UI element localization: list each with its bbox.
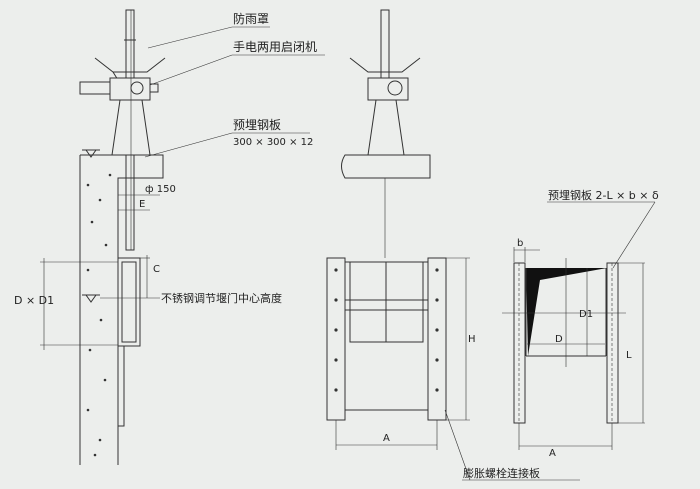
frame-post-left [326, 257, 346, 421]
label-dim-a-front: A [383, 433, 390, 444]
label-actuator: 手电两用启闭机 [233, 40, 317, 54]
embedded-plate-view [502, 201, 656, 450]
pedestal-front [367, 99, 405, 156]
label-dim-e: E [139, 199, 145, 210]
frame-post-right [427, 257, 447, 421]
label-dim-b: b [517, 238, 523, 249]
gate-frame-side [117, 257, 141, 347]
label-dim-l: L [626, 350, 632, 361]
actuator-body [109, 77, 151, 101]
label-dim-d: D [555, 334, 563, 345]
label-rain-cover: 防雨罩 [233, 11, 269, 26]
label-dim-a-side: A [549, 448, 556, 459]
label-embedded-plate: 预埋钢板 [233, 118, 281, 132]
front-view [326, 9, 580, 481]
label-dim-d-d1: D × D1 [14, 294, 54, 307]
label-dim-c: C [153, 264, 160, 275]
label-dim-h: H [468, 334, 476, 345]
handwheel-shaft [79, 81, 111, 95]
label-bolt-plate: 膨胀螺栓连接板 [463, 466, 540, 480]
gate-section [526, 268, 607, 356]
side-view [40, 9, 325, 465]
label-plate-size: 300 × 300 × 12 [233, 137, 313, 148]
slab-front [341, 154, 431, 179]
label-pipe-dia: ф 150 [145, 184, 176, 195]
label-dim-d1: D1 [579, 309, 593, 320]
embed-plate-right [606, 262, 619, 424]
label-center-height: 不锈钢调节堰门中心高度 [161, 291, 282, 305]
embed-plate-left [513, 262, 526, 424]
label-embedded-plate-side: 预埋钢板 2-L × b × δ [548, 188, 659, 202]
